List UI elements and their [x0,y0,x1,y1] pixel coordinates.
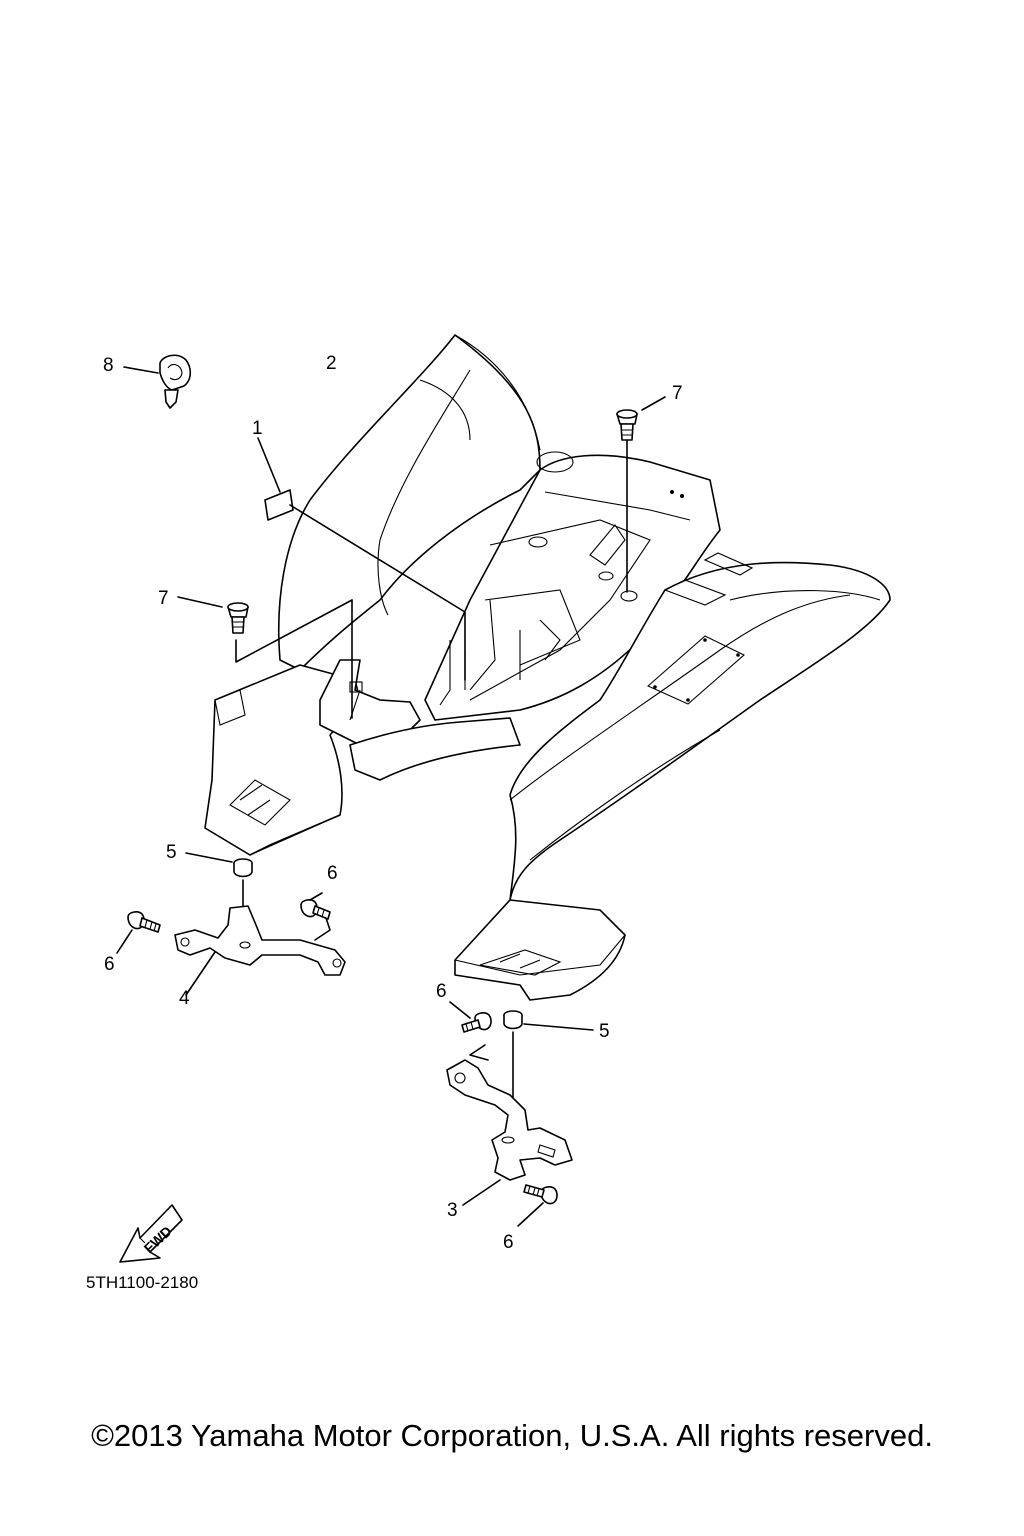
bolt-6-left-a [116,911,161,954]
bolt-7-left [177,596,353,719]
callout-6-left-lower: 6 [104,954,115,975]
clamp-8 [123,354,192,409]
callout-4: 4 [179,988,190,1009]
callout-7-upper: 7 [672,383,683,404]
copyright-notice: ©2013 Yamaha Motor Corporation, U.S.A. A… [91,1418,933,1453]
callout-1: 1 [252,418,263,439]
bolt-6-right-a [449,1001,492,1061]
callout-5-left: 5 [166,842,177,863]
callout-3: 3 [447,1200,458,1221]
callout-6-right-lower: 6 [503,1232,514,1253]
callout-6-left-upper: 6 [327,863,338,884]
footrest-bracket-3 [446,1059,573,1206]
callout-6-right-upper: 6 [436,981,447,1002]
diagram-code: 5TH1100-2180 [86,1273,198,1292]
callout-2: 2 [326,353,337,374]
bolt-6-left-b [300,892,331,920]
callout-8: 8 [103,355,114,376]
grommet-5-left [185,852,253,946]
rear-fender [204,334,891,1001]
bolt-7-upper [616,396,666,593]
bolt-6-right-b [517,1184,558,1227]
callout-7-left: 7 [158,588,169,609]
footrest-bracket-4 [174,904,346,996]
fwd-arrow-icon: FWD [119,1204,183,1263]
label-part-1 [257,437,466,681]
callout-5-right: 5 [599,1021,610,1042]
